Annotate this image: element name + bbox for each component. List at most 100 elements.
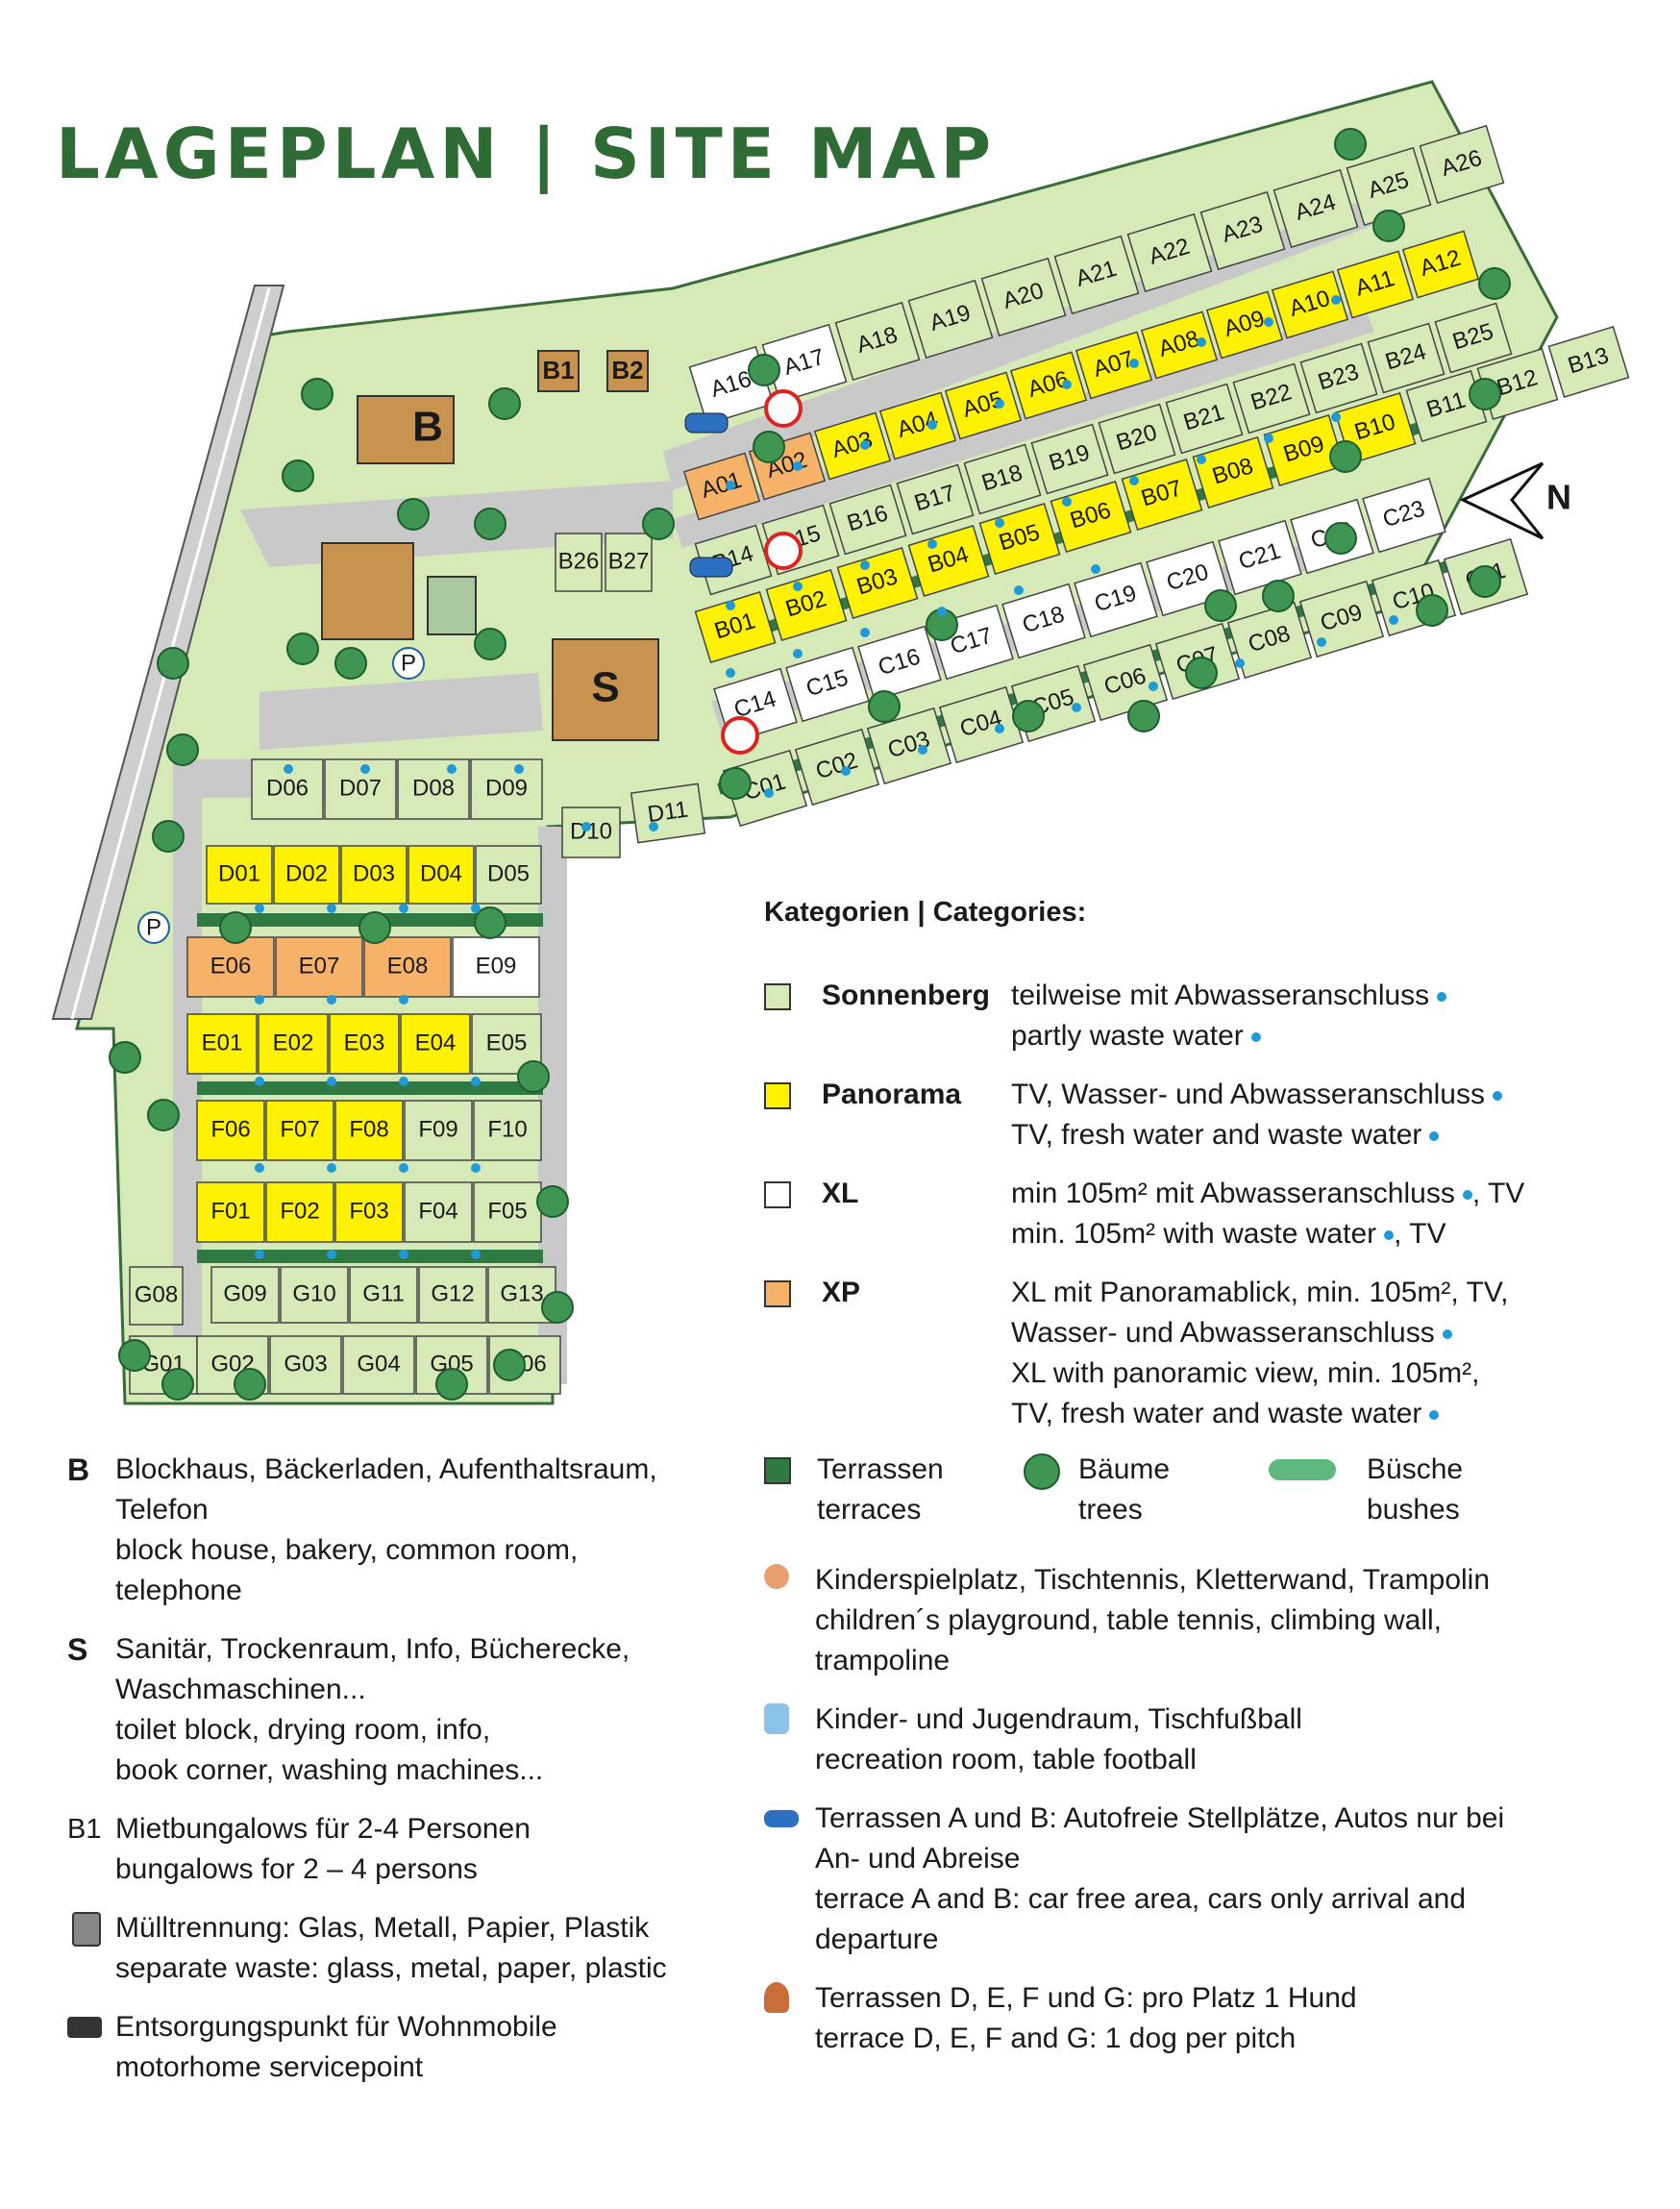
waste-water-dot	[514, 764, 524, 774]
waste-water-dot	[399, 1163, 408, 1173]
pitch-b23: B23	[1299, 342, 1378, 414]
tree-icon	[488, 387, 521, 420]
pitch-f03: F03	[334, 1181, 404, 1243]
legend-symbol: B	[67, 1452, 90, 1487]
pitch-e08: E08	[363, 936, 452, 998]
internal-path	[259, 673, 543, 750]
terrace-strip	[197, 1250, 543, 1263]
pitch-e02: E02	[258, 1013, 329, 1075]
pitch-a26: A26	[1419, 124, 1505, 205]
xl-swatch	[764, 1181, 791, 1208]
waste-water-dot	[1331, 412, 1341, 422]
waste-water-dot	[471, 1250, 481, 1259]
pitch-c23: C23	[1362, 477, 1446, 554]
waste-water-dot	[1197, 337, 1206, 347]
tree-icon	[1204, 589, 1237, 622]
pitch-e04: E04	[400, 1013, 471, 1075]
svg-text:E07: E07	[299, 953, 340, 979]
svg-text:E04: E04	[415, 1030, 457, 1055]
internal-path	[673, 308, 1374, 548]
categories-heading: Kategorien | Categories:	[764, 897, 1087, 928]
pitch-a19: A19	[907, 279, 994, 360]
svg-text:D08: D08	[412, 775, 455, 801]
pitch-a01: A01	[682, 452, 761, 521]
svg-text:D06: D06	[266, 775, 309, 801]
category-name: Panorama	[822, 1079, 962, 1110]
svg-text:F02: F02	[280, 1198, 319, 1224]
category-description: XL mit Panoramablick, min. 105m², TV,Was…	[1011, 1277, 1509, 1429]
pitch-d08: D08	[397, 758, 470, 820]
pitch-e07: E07	[275, 936, 363, 998]
waste-water-dot	[399, 995, 408, 1005]
waste-water-dot	[1389, 615, 1398, 625]
pitch-g09: G09	[210, 1266, 280, 1324]
waste-water-dot	[1235, 658, 1245, 668]
car-icon	[764, 1810, 799, 1827]
svg-text:D05: D05	[487, 860, 530, 886]
pitch-a22: A22	[1126, 212, 1213, 293]
waste-water-dot	[726, 601, 735, 610]
waste-water-dot	[995, 399, 1004, 409]
tree-icon	[118, 1339, 151, 1372]
pitch-a17: A17	[761, 323, 848, 404]
pitch-a23: A23	[1199, 190, 1286, 271]
motorhome-icon	[67, 2017, 102, 2038]
waste-water-dot	[255, 1250, 264, 1259]
pitch-a11: A11	[1336, 250, 1415, 319]
no-car-icon	[721, 716, 759, 755]
svg-text:B27: B27	[608, 548, 650, 574]
pitch-b26: B26	[555, 533, 603, 592]
tree-icon	[1329, 440, 1362, 473]
waste-water-dot	[860, 560, 870, 570]
pitch-d02: D02	[273, 845, 340, 905]
waste-water-dot	[1072, 703, 1081, 712]
tree-icon	[1469, 378, 1501, 410]
svg-text:E01: E01	[202, 1030, 243, 1055]
tree-icon	[474, 628, 506, 660]
tree-icon	[1372, 210, 1405, 242]
svg-text:G10: G10	[292, 1280, 335, 1306]
tree-icon	[157, 647, 189, 680]
tree-icon	[234, 1368, 266, 1401]
waste-water-dot	[471, 1163, 481, 1173]
category-name: XL	[822, 1178, 859, 1209]
tree-icon	[719, 767, 752, 800]
waste-water-dot	[726, 668, 735, 678]
pitch-g08: G08	[129, 1266, 184, 1326]
legend-text: Terrassen A und B: Autofreie Stellplätze…	[815, 1802, 1505, 1955]
pitch-a08: A08	[1140, 310, 1219, 380]
waste-bin-icon	[72, 1912, 101, 1947]
car-icon	[684, 412, 729, 434]
waste-water-dot	[471, 1077, 481, 1086]
pitch-f08: F08	[334, 1100, 404, 1161]
bush-icon	[1269, 1459, 1336, 1480]
pitch-a12: A12	[1401, 230, 1480, 299]
bungalow-b1	[537, 350, 580, 392]
pitch-g12: G12	[418, 1266, 487, 1324]
tree-icon	[1012, 700, 1045, 732]
building-sanitary	[552, 638, 659, 741]
svg-text:G04: G04	[357, 1351, 400, 1377]
pitch-a21: A21	[1053, 235, 1140, 315]
waste-water-dot	[1062, 380, 1072, 389]
pitch-b21: B21	[1165, 383, 1244, 455]
tree-icon	[536, 1185, 569, 1218]
pitch-d11: D11	[630, 782, 706, 844]
car-icon	[689, 557, 733, 578]
svg-text:G08: G08	[135, 1281, 178, 1307]
svg-text:S: S	[591, 664, 619, 711]
building-b	[357, 395, 455, 464]
parking-icon	[137, 911, 170, 944]
waste-water-dot	[995, 518, 1004, 528]
waste-water-dot	[581, 822, 591, 831]
waste-water-dot	[1264, 317, 1273, 327]
north-arrow-icon	[1459, 461, 1544, 540]
waste-water-dot	[360, 764, 370, 774]
pitch-d04: D04	[408, 845, 475, 905]
pitch-b22: B22	[1232, 362, 1311, 434]
pitch-b11: B11	[1405, 370, 1488, 442]
bungalow-b2	[606, 350, 649, 392]
pitch-b13: B13	[1547, 326, 1630, 398]
pitch-b09: B09	[1263, 414, 1346, 486]
pitch-b17: B17	[896, 463, 975, 535]
